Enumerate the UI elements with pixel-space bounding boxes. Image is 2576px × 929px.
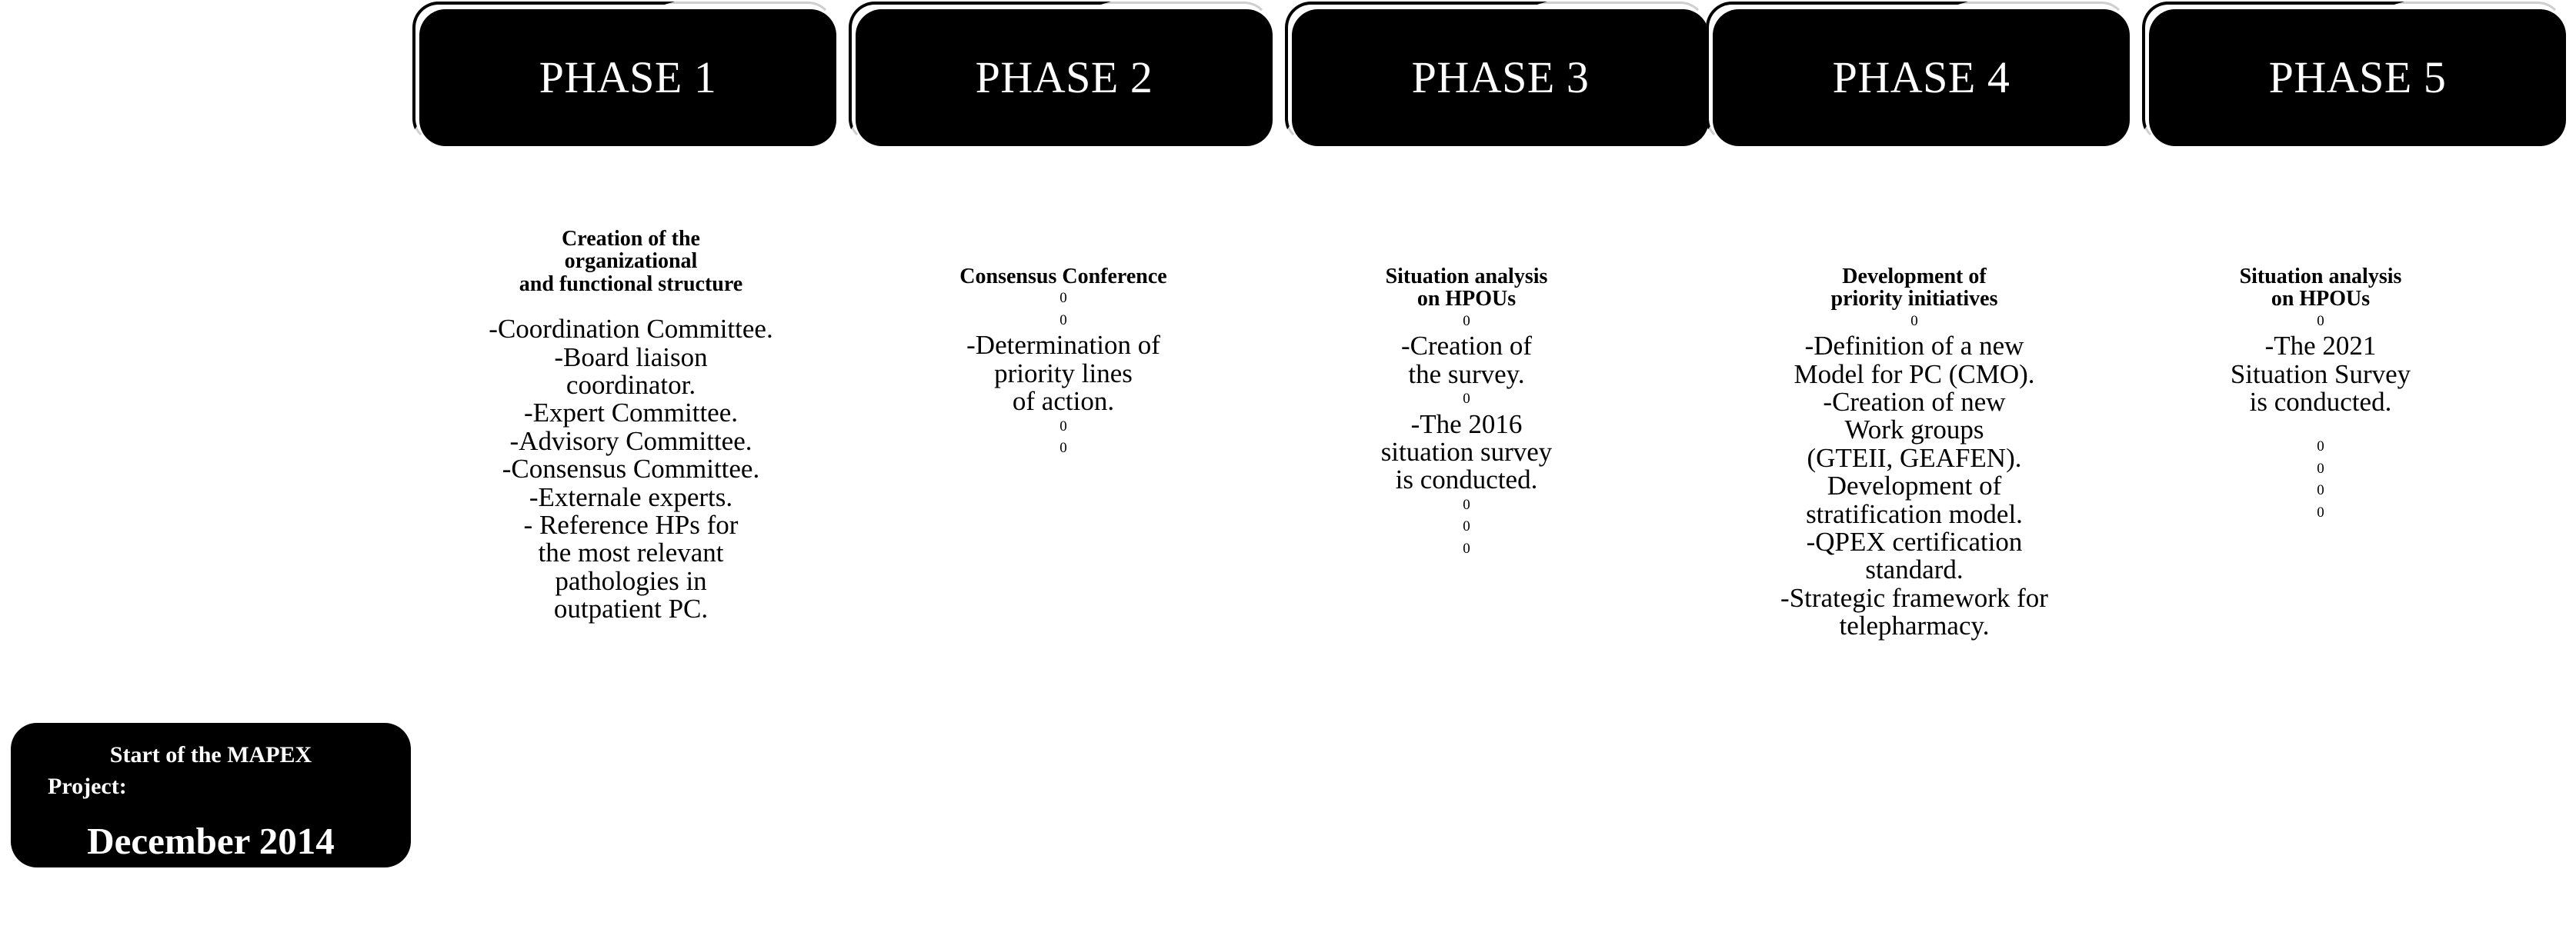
- bullet-glyph: 0: [1059, 311, 1067, 328]
- bullet-glyph: 0: [2317, 312, 2324, 329]
- project-start-line-1: Start of the MAPEX: [109, 742, 312, 768]
- spacer-line: [431, 295, 831, 315]
- phase-label-5: PHASE 5: [2268, 52, 2447, 102]
- body-line: standard.: [1865, 554, 1964, 585]
- bullet-glyph: 0: [2317, 482, 2324, 499]
- bullet-glyph: 0: [1059, 418, 1067, 435]
- body-line: -Creation of: [1400, 331, 1533, 361]
- project-start-date: December 2014: [87, 820, 335, 862]
- phase-label-2: PHASE 2: [975, 52, 1153, 102]
- body-line: is conducted.: [2249, 387, 2392, 418]
- header-line: on HPOUs: [1416, 287, 1517, 311]
- body-line: -Externale experts.: [529, 481, 733, 512]
- phase-label-1: PHASE 1: [539, 52, 717, 102]
- body-line: the most relevant: [538, 538, 724, 568]
- phase-box-2[interactable]: PHASE 2: [849, 2, 1273, 146]
- body-line: -Board liaison: [554, 341, 708, 372]
- body-line: -Strategic framework for: [1780, 582, 2048, 613]
- body-line: the survey.: [1408, 358, 1525, 389]
- body-line: -Creation of new: [1823, 387, 2006, 418]
- header-line: organizational: [564, 249, 698, 274]
- body-line: -The 2016: [1410, 408, 1523, 439]
- body-line: -Coordination Committee.: [489, 314, 773, 345]
- phase-box-1[interactable]: PHASE 1: [412, 2, 836, 146]
- body-line: priority lines: [994, 358, 1133, 388]
- header-line: Situation analysis: [2239, 265, 2402, 288]
- phase-box-3[interactable]: PHASE 3: [1285, 2, 1709, 146]
- body-line: outpatient PC.: [553, 594, 709, 624]
- header-line: and functional structure: [519, 271, 743, 296]
- body-line: -Consensus Committee.: [502, 454, 760, 484]
- body-line: - Reference HPs for: [523, 509, 739, 540]
- body-line: -Advisory Committee.: [509, 425, 752, 456]
- bullet-glyph: 0: [1463, 518, 1470, 535]
- phase-column-2-header: Consensus Conference: [860, 265, 1266, 288]
- body-line: Situation Survey: [2230, 358, 2411, 389]
- phase-box-5[interactable]: PHASE 5: [2142, 2, 2566, 146]
- body-line: pathologies in: [555, 565, 707, 596]
- header-line: Situation analysis: [1385, 265, 1548, 288]
- body-line: Development of: [1827, 471, 2002, 501]
- body-line: situation survey: [1380, 436, 1553, 467]
- body-line: coordinator.: [566, 369, 696, 400]
- body-line: is conducted.: [1395, 464, 1538, 495]
- bullet-glyph: 0: [1059, 290, 1067, 307]
- bullet-glyph: 0: [2317, 460, 2324, 477]
- body-line: -QPEX certification: [1806, 527, 2023, 558]
- spacer-line: [2147, 416, 2494, 436]
- header-line: Creation of the: [562, 227, 700, 251]
- bullet-glyph: 0: [1463, 540, 1470, 557]
- project-start-line-2: Project:: [48, 773, 127, 799]
- phase-label-4: PHASE 4: [1832, 52, 2010, 102]
- bullet-glyph: 0: [1059, 440, 1067, 457]
- phase-header-row: PHASE 1 PHASE 2 PHASE 3 PHASE 4 PHASE 5: [0, 0, 2576, 161]
- header-line: Development of: [1842, 265, 1987, 288]
- body-line: Work groups: [1844, 415, 1984, 445]
- phase-column-2: Consensus Conference 0 0 -Determination of…: [860, 265, 1266, 460]
- body-line: -Expert Committee.: [524, 398, 738, 428]
- header-line: on HPOUs: [2271, 287, 2371, 311]
- body-line: telepharmacy.: [1839, 611, 1990, 641]
- bullet-glyph: 0: [1910, 312, 1918, 329]
- body-line: (GTEII, GEAFEN).: [1807, 442, 2022, 473]
- bullet-glyph: 0: [1463, 312, 1470, 329]
- header-line: priority initiatives: [1830, 287, 1998, 311]
- header-line: Consensus Conference: [959, 265, 1167, 288]
- bullet-glyph: 0: [2317, 504, 2324, 521]
- phase-label-3: PHASE 3: [1411, 52, 1590, 102]
- bullet-glyph: 0: [1463, 496, 1470, 513]
- body-line: -Determination of: [966, 330, 1160, 361]
- body-line: of action.: [1012, 386, 1115, 417]
- body-line: Model for PC (CMO).: [1794, 358, 2035, 389]
- phase-box-4[interactable]: PHASE 4: [1706, 2, 2130, 146]
- bullet-glyph: 0: [1463, 391, 1470, 408]
- project-start-box[interactable]: Start of the MAPEX Project: December 201…: [11, 723, 411, 867]
- bullet-glyph: 0: [2317, 438, 2324, 455]
- body-line: -Definition of a new: [1804, 331, 2024, 361]
- body-line: stratification model.: [1806, 498, 2023, 529]
- body-line: -The 2021: [2264, 331, 2377, 361]
